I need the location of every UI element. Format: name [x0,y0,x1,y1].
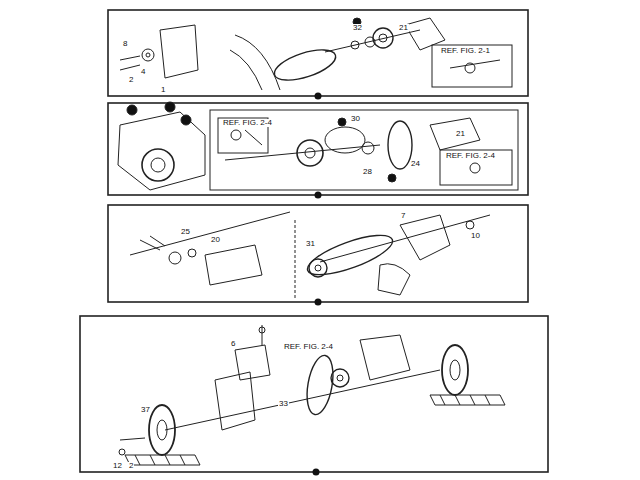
callout-number: 28 [362,168,373,176]
reference-note: REF. FIG. 2-1 [440,47,491,55]
callout-number: 25 [180,228,191,236]
callout-number: 10 [470,232,481,240]
callout-number: 21 [455,130,466,138]
callout-number: 4 [140,68,146,76]
callout-number: 21 [398,24,409,32]
callout-number: 8 [122,40,128,48]
callout-number: 32 [352,24,363,32]
reference-note: REF. FIG. 2-4 [283,343,334,351]
reference-note: REF. FIG. 2-4 [222,119,273,127]
callout-number: 2 [128,76,134,84]
reference-note: REF. FIG. 2-4 [445,152,496,160]
callout-number: 12 [112,462,123,470]
callout-number: 31 [305,240,316,248]
callout-number: 2 [128,462,134,470]
callout-number: 30 [350,115,361,123]
callout-number: 24 [410,160,421,168]
callout-number: 33 [278,400,289,408]
callout-number: 6 [230,340,236,348]
callout-number: 7 [400,212,406,220]
callout-number: 20 [210,236,221,244]
callout-number: 1 [160,86,166,94]
callout-number: 37 [140,406,151,414]
